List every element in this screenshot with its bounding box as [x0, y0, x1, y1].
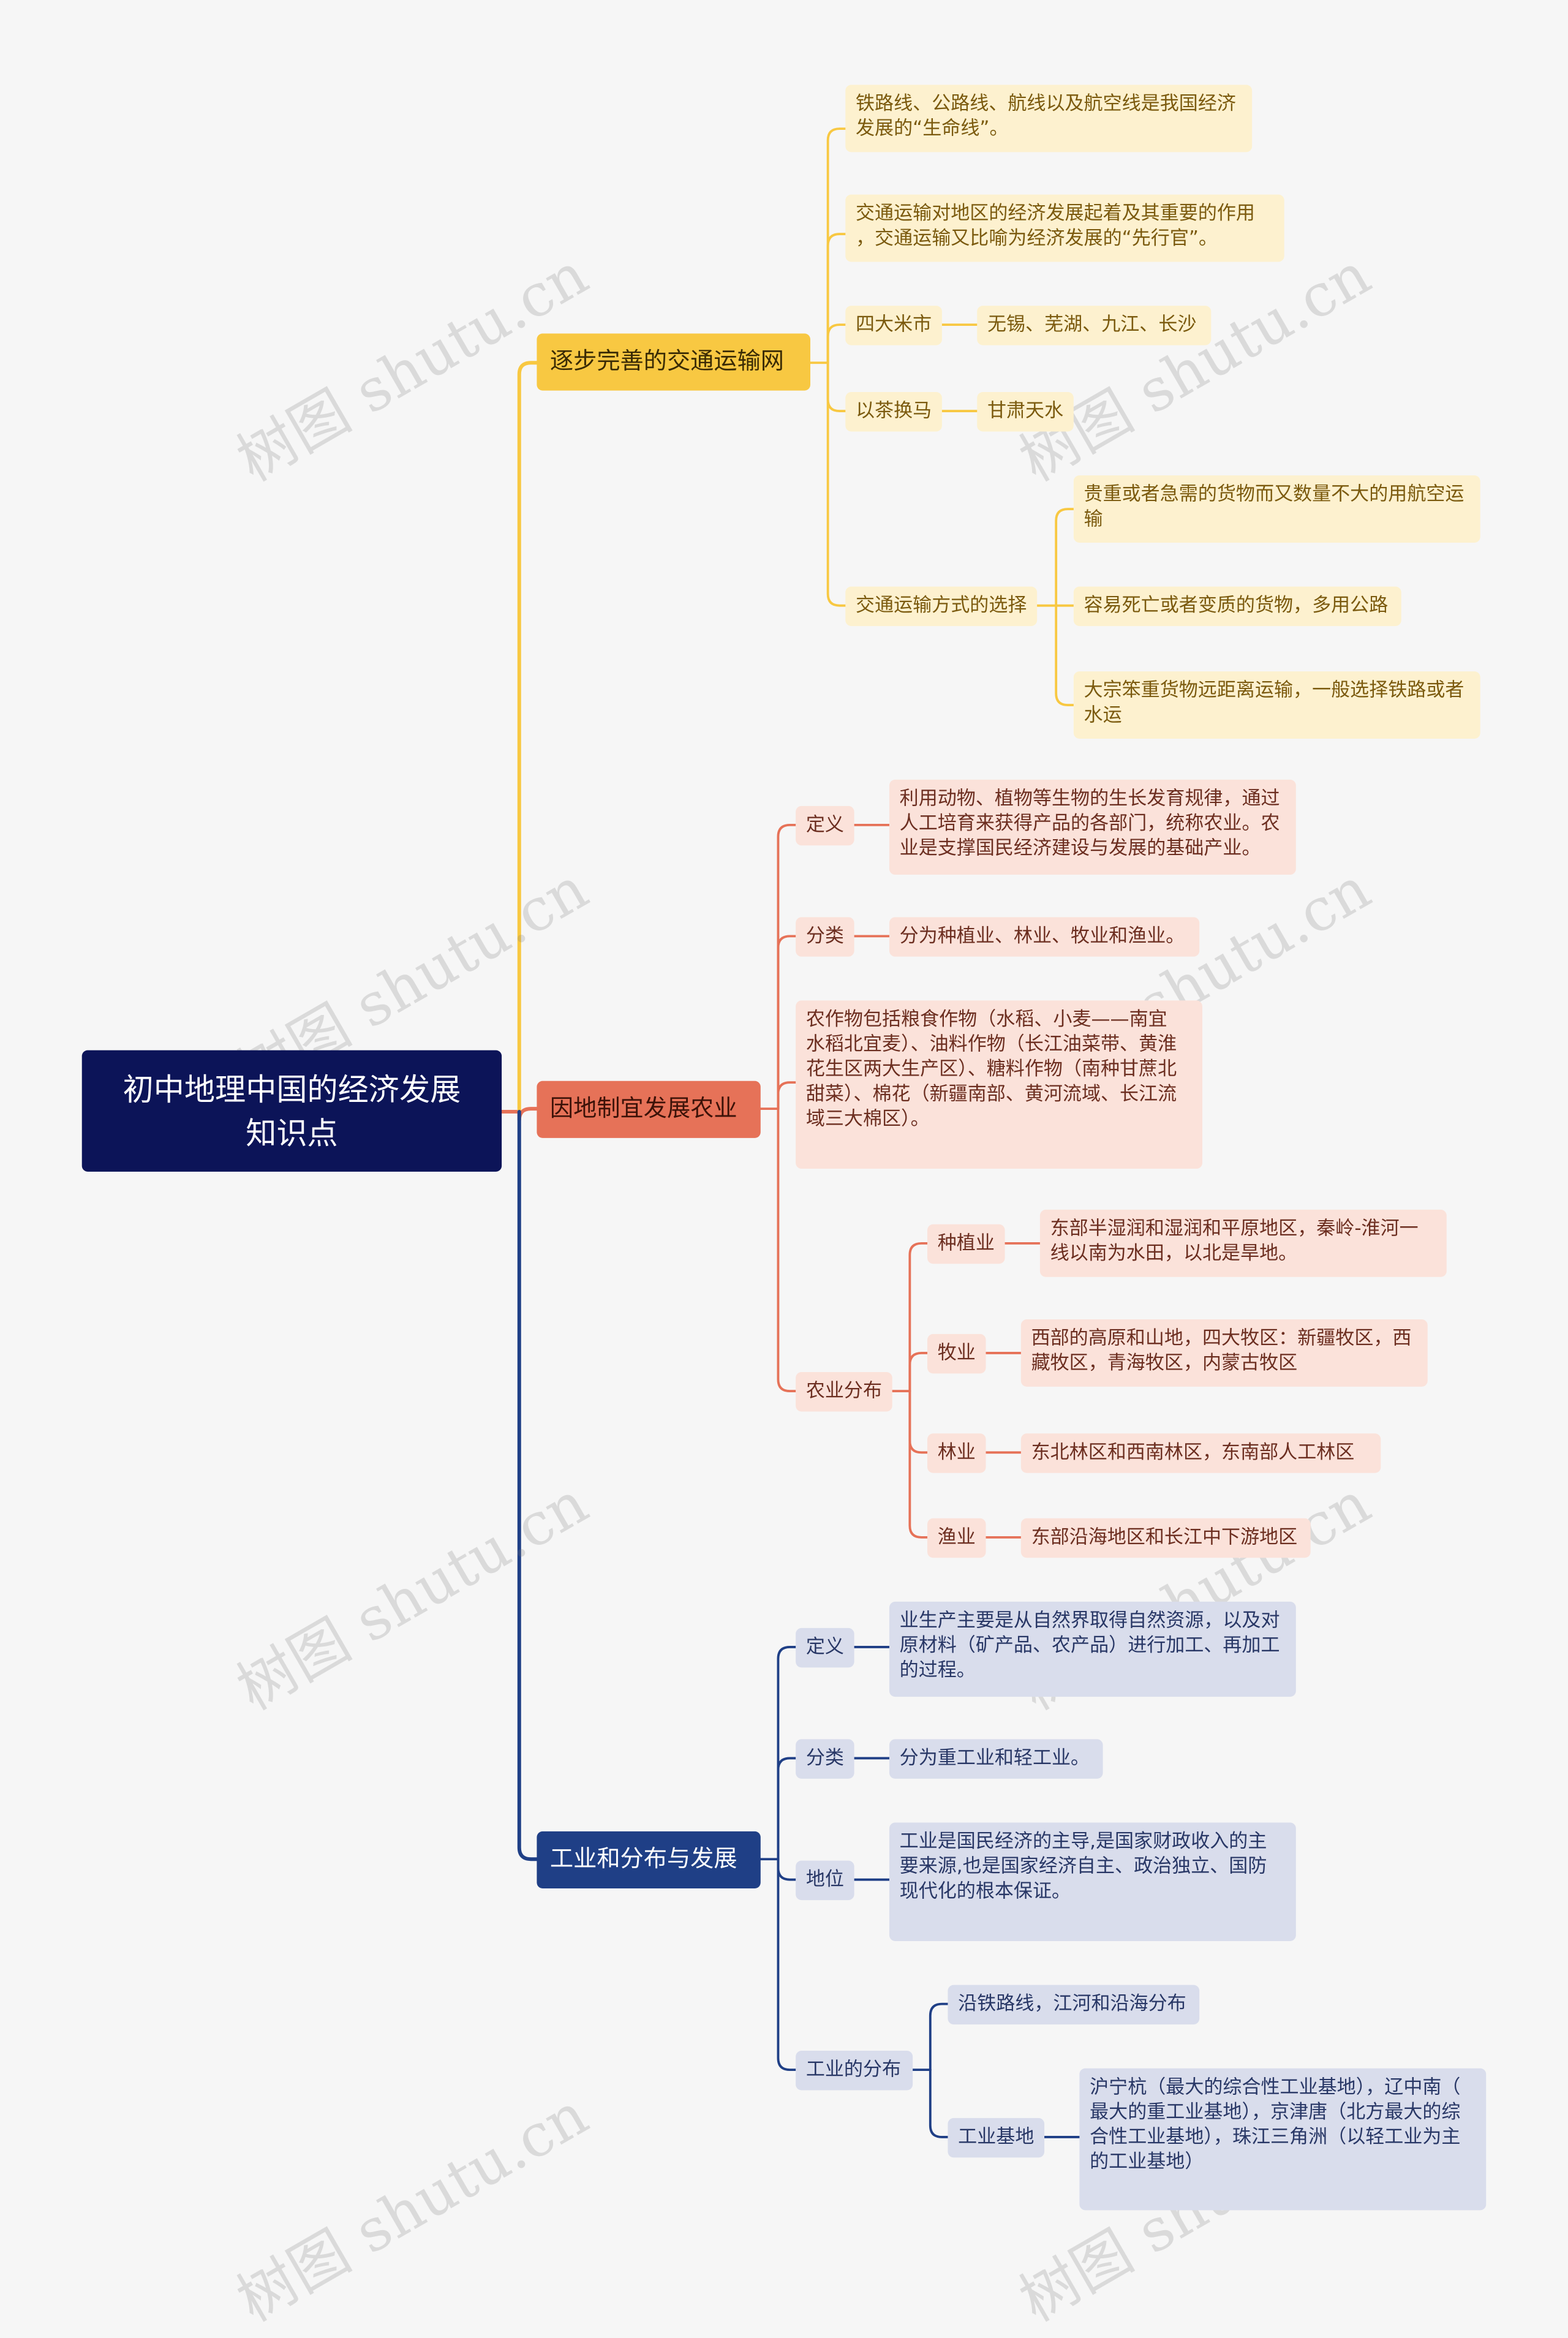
- connector: [777, 823, 797, 1111]
- connector: [517, 1109, 539, 1861]
- connector: [908, 1390, 929, 1454]
- connector: [517, 361, 539, 1114]
- connector: [908, 1390, 929, 1539]
- leaf-industry-status[interactable]: 工业是国民经济的主导,是国家财政收入的主 要来源,也是国家经济自主、政治独立、国…: [889, 1822, 1296, 1941]
- leaf-lifeline[interactable]: 铁路线、公路线、航线以及航空线是我国经济 发展的“生命线”。: [845, 85, 1253, 153]
- connector: [826, 361, 847, 412]
- connector: [1055, 508, 1075, 607]
- leaf-forestry[interactable]: 东北林区和西南林区，东南部人工林区: [1020, 1433, 1381, 1473]
- connector: [826, 323, 847, 364]
- connector: [777, 1858, 797, 1881]
- branch-transport[interactable]: 逐步完善的交通运输网: [537, 333, 810, 391]
- leaf-rice-market-cities[interactable]: 无锡、芜湖、九江、长沙: [977, 306, 1212, 345]
- connector: [1055, 604, 1075, 706]
- node-planting[interactable]: 种植业: [927, 1224, 1005, 1264]
- root-topic[interactable]: 初中地理中国的经济发展 知识点: [81, 1050, 502, 1172]
- connector: [826, 233, 847, 364]
- connector: [826, 127, 847, 364]
- connector: [777, 1081, 797, 1111]
- connector: [777, 1858, 797, 2072]
- branch-industry[interactable]: 工业和分布与发展: [537, 1831, 761, 1888]
- node-industry-status[interactable]: 地位: [796, 1860, 854, 1901]
- connector: [908, 1242, 929, 1392]
- leaf-rail-water-transport[interactable]: 大宗笨重货物远距离运输，一般选择铁路或者 水运: [1073, 671, 1480, 739]
- leaf-pioneer[interactable]: 交通运输对地区的经济发展起着及其重要的作用 ，交通运输又比喻为经济发展的“先行官…: [845, 194, 1284, 262]
- leaf-agri-classification[interactable]: 分为种植业、林业、牧业和渔业。: [889, 917, 1200, 957]
- leaf-planting[interactable]: 东部半湿润和湿润和平原地区，秦岭-淮河一 线以南为水田，以北是旱地。: [1039, 1209, 1447, 1277]
- node-industry-definition[interactable]: 定义: [796, 1627, 854, 1668]
- leaf-road-transport[interactable]: 容易死亡或者变质的货物，多用公路: [1073, 586, 1401, 627]
- connector: [826, 361, 847, 607]
- connector: [777, 935, 797, 1111]
- leaf-animal-husbandry[interactable]: 西部的高原和山地，四大牧区：新疆牧区，西 藏牧区，青海牧区，内蒙古牧区: [1020, 1319, 1428, 1387]
- connector: [777, 1757, 797, 1861]
- connector: [777, 1646, 797, 1861]
- node-agri-definition[interactable]: 定义: [796, 805, 854, 846]
- node-agri-distribution[interactable]: 农业分布: [796, 1372, 892, 1412]
- leaf-crops[interactable]: 农作物包括粮食作物（水稻、小麦——南宜 水稻北宜麦）、油料作物（长江油菜带、黄淮…: [796, 1000, 1202, 1169]
- branch-agriculture[interactable]: 因地制宜发展农业: [537, 1080, 761, 1138]
- leaf-industry-classification[interactable]: 分为重工业和轻工业。: [889, 1739, 1103, 1779]
- node-forestry[interactable]: 林业: [927, 1433, 986, 1473]
- leaf-industry-definition[interactable]: 业生产主要是从自然界取得自然资源，以及对 原材料（矿产品、农产品）进行加工、再加…: [889, 1601, 1296, 1697]
- node-rice-market[interactable]: 四大米市: [845, 306, 942, 345]
- connector: [777, 1107, 797, 1392]
- leaf-fishery[interactable]: 东部沿海地区和长江中下游地区: [1020, 1518, 1311, 1558]
- node-fishery[interactable]: 渔业: [927, 1518, 986, 1558]
- leaf-tea-horse-place[interactable]: 甘肃天水: [977, 392, 1074, 432]
- leaf-industrial-bases[interactable]: 沪宁杭（最大的综合性工业基地），辽中南（ 最大的重工业基地），京津唐（北方最大的…: [1079, 2068, 1487, 2211]
- connector: [929, 2068, 949, 2138]
- node-agri-classification[interactable]: 分类: [796, 917, 854, 957]
- connector: [908, 1352, 929, 1392]
- node-tea-horse[interactable]: 以茶换马: [845, 392, 942, 432]
- leaf-industry-along[interactable]: 沿铁路线，江河和沿海分布: [948, 1985, 1200, 2025]
- node-industry-classification[interactable]: 分类: [796, 1739, 854, 1779]
- node-industrial-bases[interactable]: 工业基地: [948, 2117, 1045, 2158]
- connector: [929, 2002, 949, 2072]
- leaf-air-transport[interactable]: 贵重或者急需的货物而又数量不大的用航空运 输: [1073, 475, 1480, 543]
- leaf-agri-definition[interactable]: 利用动物、植物等生物的生长发育规律，通过 人工培育来获得产品的各部门，统称农业。…: [889, 779, 1296, 875]
- connector: [517, 1107, 539, 1121]
- node-industry-distribution[interactable]: 工业的分布: [796, 2051, 913, 2091]
- node-animal-husbandry[interactable]: 牧业: [927, 1333, 986, 1374]
- node-transport-choice[interactable]: 交通运输方式的选择: [845, 586, 1038, 627]
